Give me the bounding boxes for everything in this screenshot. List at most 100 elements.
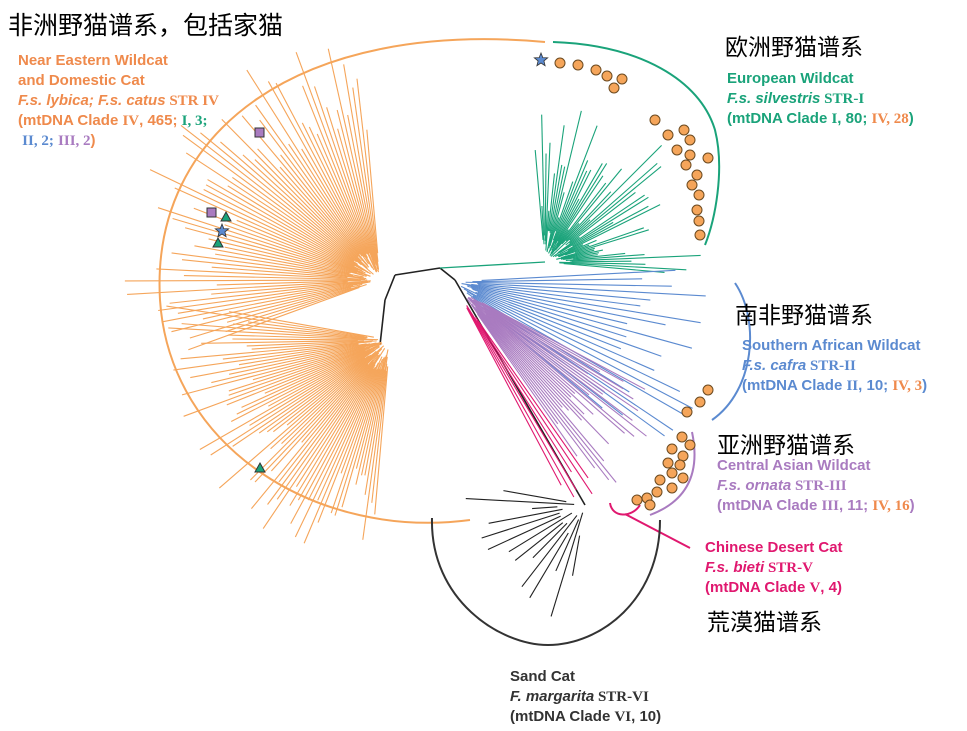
lybica-branch bbox=[316, 133, 378, 273]
lybica-branch bbox=[188, 287, 360, 351]
lybica-branch bbox=[267, 81, 369, 259]
lybica-branch bbox=[207, 179, 364, 271]
clade-count: , 80; bbox=[837, 110, 872, 127]
cafra-branch bbox=[466, 284, 666, 326]
lybica-branch bbox=[352, 87, 380, 270]
cafra-branch bbox=[471, 287, 627, 338]
ornata-branch bbox=[476, 311, 610, 481]
clade-iii-marker bbox=[206, 207, 217, 218]
margarita-branch bbox=[550, 512, 584, 617]
cafra-branch bbox=[481, 269, 676, 281]
species: F.s. silvestris bbox=[727, 90, 821, 107]
ornata-branch bbox=[468, 296, 590, 396]
lybica-branch bbox=[301, 122, 368, 255]
lybica-branch bbox=[174, 187, 359, 271]
margarita-branch bbox=[555, 519, 580, 572]
clade-iv-marker bbox=[590, 64, 602, 76]
species: F.s. cafra bbox=[742, 357, 807, 374]
lybica-branch bbox=[189, 285, 361, 339]
species-line: F. margarita STR-VI bbox=[510, 687, 661, 707]
clade-close: ) bbox=[922, 377, 928, 394]
lybica-branch bbox=[233, 323, 368, 339]
clade-iv-marker bbox=[678, 124, 690, 136]
lybica-branch bbox=[347, 114, 379, 273]
clade-iv-marker bbox=[694, 396, 706, 408]
lybica-branch bbox=[226, 287, 352, 323]
lybica-branch bbox=[168, 327, 367, 340]
lybica-branch bbox=[286, 350, 377, 426]
clade-iv-marker bbox=[680, 159, 692, 171]
clade-iv-marker bbox=[684, 439, 696, 451]
lybica-branch bbox=[232, 349, 376, 447]
silvestris-branch bbox=[549, 217, 560, 247]
lybica-branch bbox=[183, 274, 359, 281]
lybica-branch bbox=[200, 132, 362, 266]
clade-iv-marker bbox=[684, 134, 696, 146]
lybica-branch bbox=[181, 259, 367, 280]
lybica-branch bbox=[280, 154, 361, 255]
clade-close: ) bbox=[908, 110, 914, 127]
cafra-branch bbox=[477, 291, 622, 350]
ornata-branch bbox=[471, 303, 617, 483]
clade-count: , 10 bbox=[631, 708, 657, 725]
label-central-asian: Central Asian Wildcat F.s. ornata STR-II… bbox=[717, 456, 915, 516]
label-near-eastern: Near Eastern Wildcat and Domestic Cat F.… bbox=[18, 51, 219, 151]
ornata-branch bbox=[476, 308, 563, 408]
lybica-branch bbox=[171, 252, 364, 279]
lybica-branch bbox=[340, 368, 381, 474]
common-name: Southern African Wildcat bbox=[742, 337, 921, 354]
lybica-branch bbox=[210, 346, 380, 456]
silvestris-branch bbox=[571, 260, 632, 263]
clade-iv-marker bbox=[674, 459, 686, 471]
clade-num: I bbox=[831, 111, 838, 127]
silvestris-branch bbox=[554, 198, 580, 244]
bieti-branch bbox=[467, 307, 577, 491]
cafra-branch bbox=[477, 282, 706, 297]
ornata-branch bbox=[471, 304, 559, 425]
lybica-branch bbox=[317, 369, 378, 501]
silvestris-branch bbox=[574, 229, 649, 254]
str: STR-VI bbox=[594, 689, 649, 705]
clade-line: (mtDNA Clade I, 80; IV, 28) bbox=[727, 109, 914, 129]
silvestris-branch bbox=[565, 145, 662, 242]
ornata-branch bbox=[470, 296, 624, 390]
lybica-branch bbox=[181, 323, 365, 339]
lybica-branch bbox=[127, 281, 348, 295]
clade-open: (mtDNA Clade bbox=[705, 579, 810, 596]
ornata-branch bbox=[470, 300, 576, 394]
bieti-branch bbox=[466, 305, 572, 473]
clade-count: , 465; bbox=[139, 112, 182, 129]
lybica-branch bbox=[366, 129, 379, 254]
species: F. margarita bbox=[510, 688, 595, 705]
silvestris-branch bbox=[551, 168, 623, 255]
clade-iv-marker bbox=[654, 474, 666, 486]
lybica-branch bbox=[225, 283, 367, 333]
silvestris-branch bbox=[563, 254, 598, 261]
silvestris-branch bbox=[567, 204, 661, 252]
silvestris-branch bbox=[551, 163, 603, 251]
ornata-branch bbox=[473, 299, 639, 412]
species: F.s. ornata bbox=[717, 477, 792, 494]
lybica-branch bbox=[199, 350, 372, 450]
lybica-branch bbox=[289, 364, 376, 506]
silvestris-branch bbox=[544, 153, 547, 241]
clade-count: , 10; bbox=[858, 377, 893, 394]
clade-open: (mtDNA Clade bbox=[727, 110, 832, 127]
lybica-branch bbox=[124, 279, 368, 282]
silvestris-branch bbox=[546, 166, 566, 253]
silvestris-branch bbox=[559, 261, 646, 265]
margarita-branch bbox=[465, 498, 575, 505]
clade-iv-marker bbox=[694, 229, 706, 241]
silvestris-branch bbox=[569, 254, 701, 262]
clade-iv-marker bbox=[686, 179, 698, 191]
bieti-branch bbox=[466, 307, 562, 486]
str: STR-II bbox=[806, 358, 856, 374]
clade-iv-marker bbox=[644, 499, 656, 511]
lybica-branch bbox=[266, 355, 370, 433]
silvestris-branch bbox=[548, 125, 565, 232]
lybica-branch bbox=[215, 253, 354, 277]
silvestris-branch bbox=[545, 142, 551, 245]
silvestris-branch bbox=[554, 222, 580, 251]
clade-iv-marker bbox=[677, 472, 689, 484]
clade-iv-marker bbox=[616, 73, 628, 85]
